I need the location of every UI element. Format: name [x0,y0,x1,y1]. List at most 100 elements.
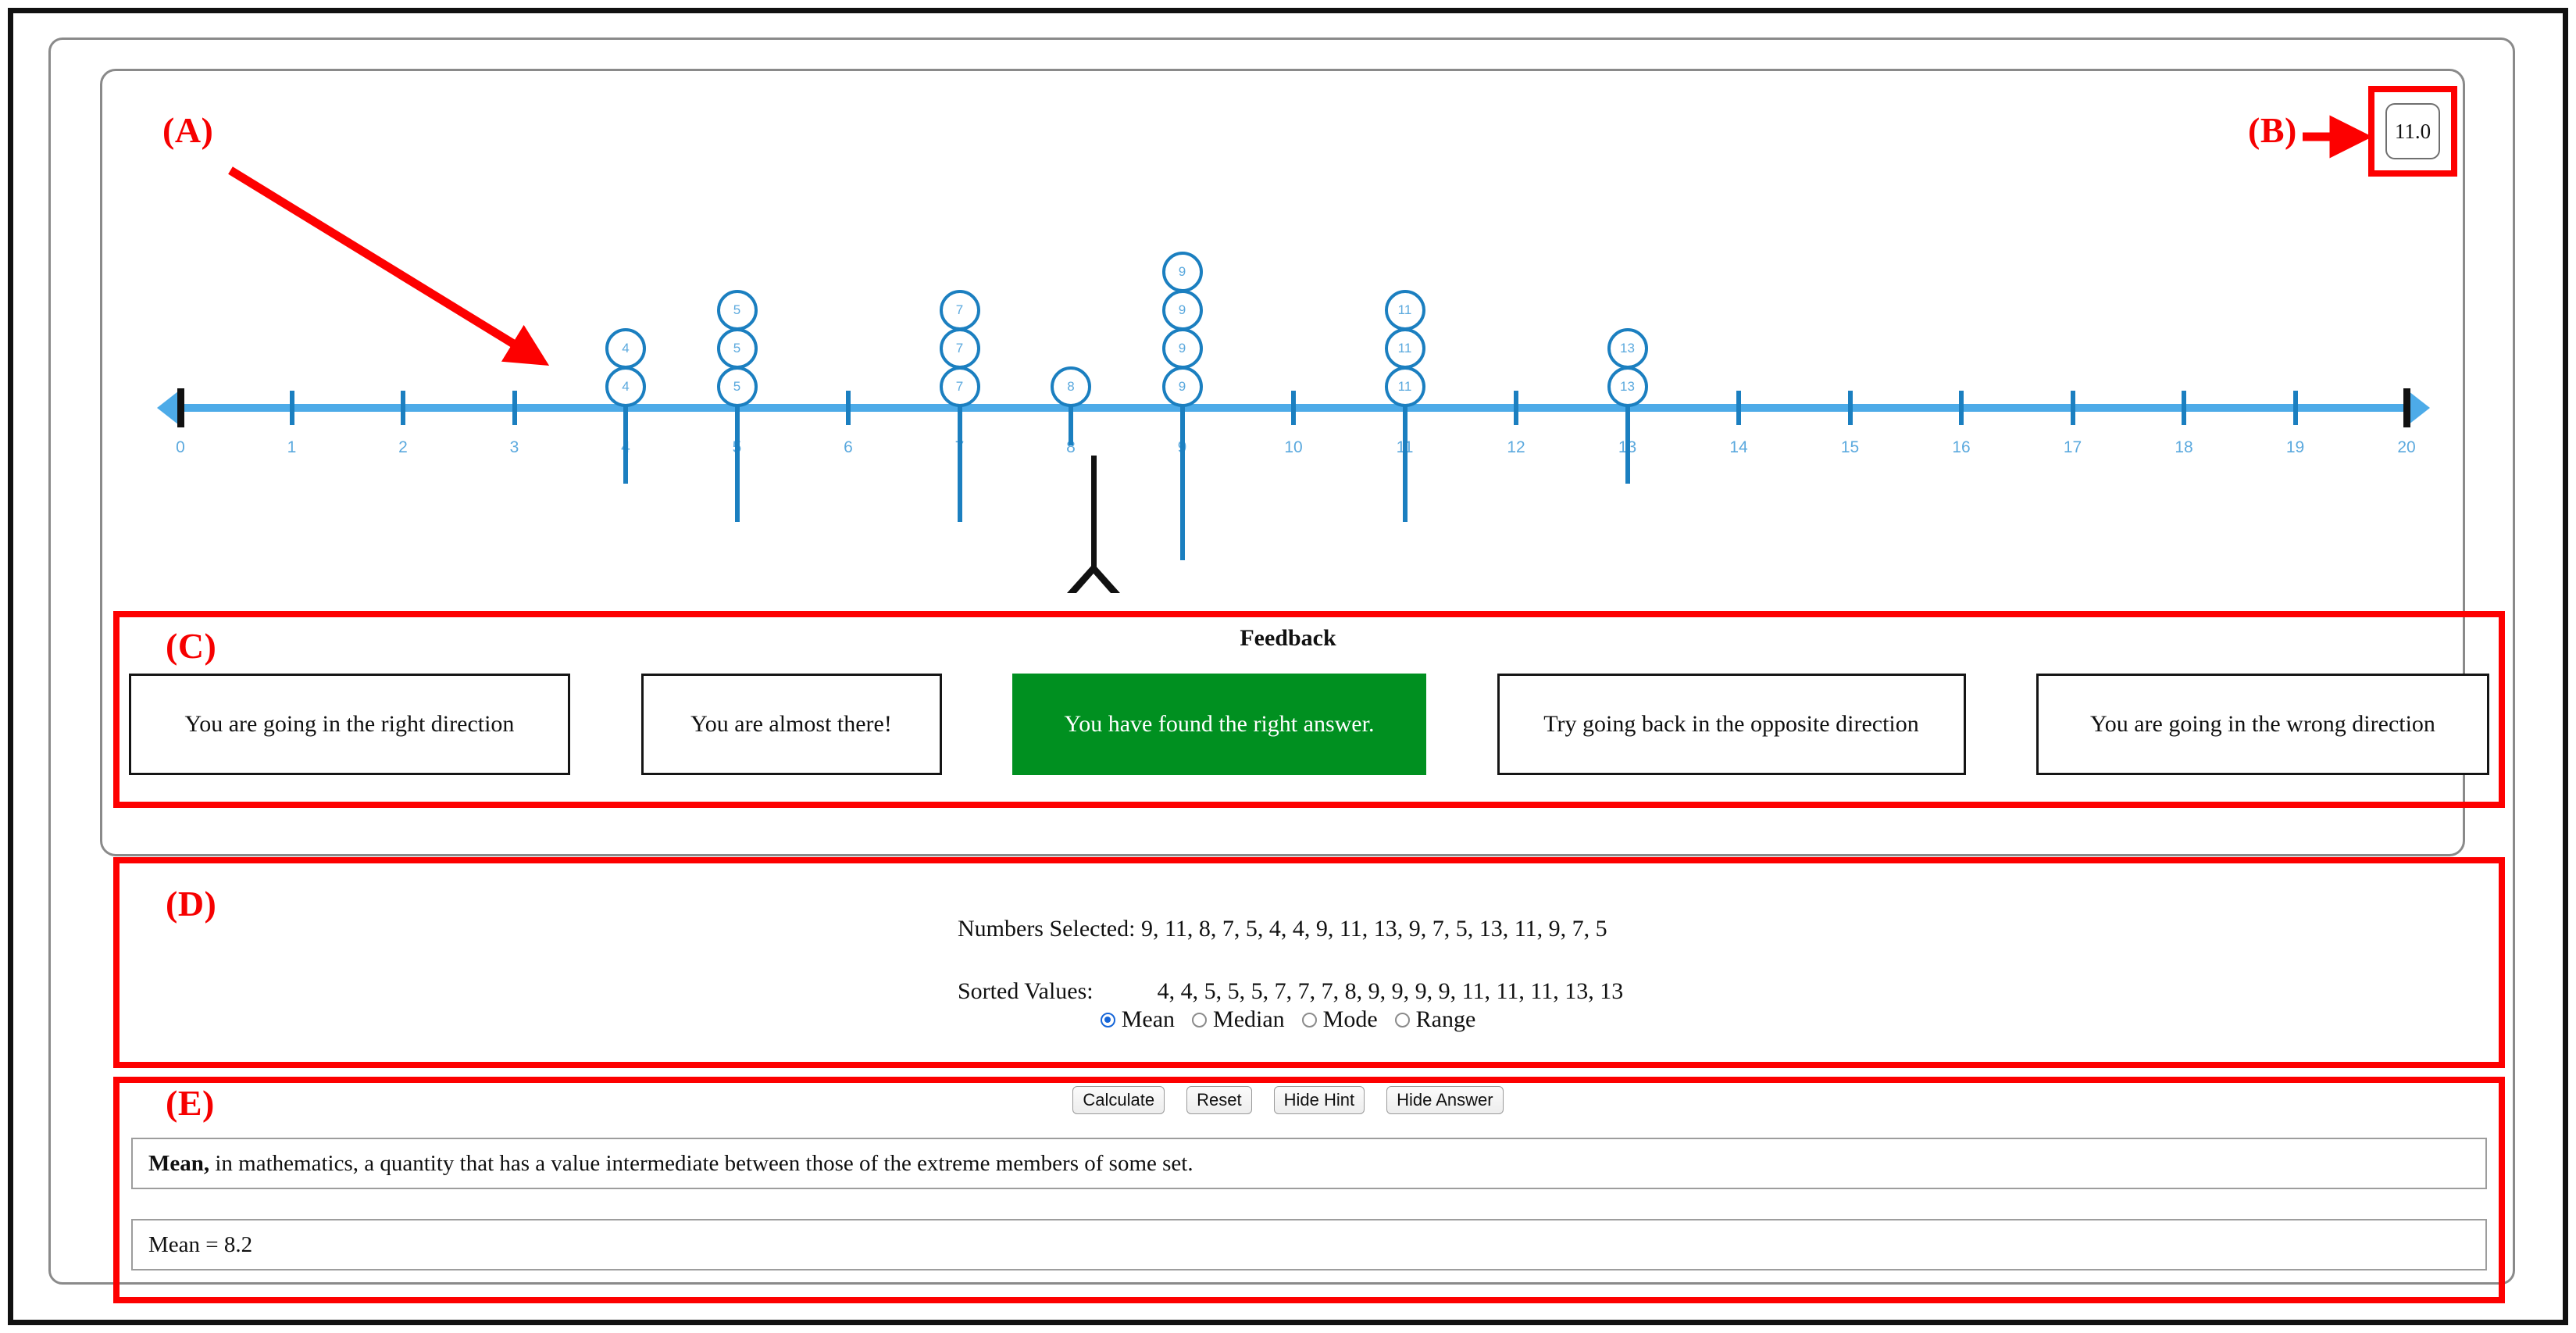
radio-icon-median[interactable] [1192,1012,1208,1027]
statistic-option-range[interactable]: Range [1394,1006,1476,1033]
axis-tick-label-20: 20 [2397,438,2416,456]
hint-field: Mean, in mathematics, a quantity that ha… [131,1138,2487,1189]
data-dot-9-4[interactable]: 9 [1161,252,1203,292]
data-dot-5-1[interactable]: 5 [716,366,758,407]
fulcrum-stem[interactable] [1090,456,1097,593]
axis-tick-18 [2182,391,2186,425]
axis-tick-label-6: 6 [844,438,853,456]
axis-tick-label-18: 18 [2175,438,2193,456]
statistic-label-median: Median [1213,1006,1285,1032]
statistic-option-mode[interactable]: Mode [1301,1006,1378,1033]
dot-stack-stalk-11 [1402,395,1408,522]
axis-tick-label-15: 15 [1840,438,1860,456]
statistic-label-mode: Mode [1322,1006,1378,1032]
annotation-label-b: (B) [2248,110,2297,150]
feedback-title: Feedback [1240,625,1336,651]
data-dot-13-1[interactable]: 13 [1607,366,1648,407]
number-line[interactable]: 0123456789101112131415161718192044555777… [102,71,2467,854]
highlight-box-e [113,1077,2505,1303]
axis-tick-label-14: 14 [1729,438,1748,456]
data-dot-4-1[interactable]: 4 [605,366,646,407]
statistic-label-mean: Mean [1121,1006,1176,1032]
dot-stack-stalk-13 [1625,395,1630,484]
axis-tick-label-19: 19 [2285,438,2305,456]
hint-term: Mean, [148,1150,210,1176]
axis-tick-6 [846,391,851,425]
axis-tick-label-16: 16 [1952,438,1971,456]
annotation-label-d: (D) [166,884,217,924]
data-dot-9-2[interactable]: 9 [1161,328,1203,369]
hint-text: in mathematics, a quantity that has a va… [209,1150,1193,1176]
data-dot-9-1[interactable]: 9 [1161,366,1203,407]
axis-tick-label-2: 2 [398,438,408,456]
data-dot-7-3[interactable]: 7 [939,290,980,331]
axis-tick-10 [1291,391,1296,425]
axis-tick-label-17: 17 [2063,438,2082,456]
numbers-selected-label: Numbers Selected: [958,916,1136,942]
data-dot-7-2[interactable]: 7 [939,328,980,369]
axis-tick-3 [512,391,517,425]
feedback-option-2: You are almost there! [640,674,942,775]
feedback-options: You are going in the right direction You … [129,674,2489,775]
data-dot-11-3[interactable]: 11 [1384,290,1425,331]
axis-tick-1 [289,391,294,425]
data-dot-5-3[interactable]: 5 [716,290,758,331]
axis-tick-0 [177,388,184,427]
axis-tick-label-12: 12 [1507,438,1525,456]
feedback-option-1: You are going in the right direction [129,674,570,775]
sorted-values-values: 4, 4, 5, 5, 5, 7, 7, 7, 8, 9, 9, 9, 9, 1… [1157,978,1624,1004]
sorted-values-row: Sorted Values: 4, 4, 5, 5, 5, 7, 7, 7, 8,… [934,952,1623,1031]
data-dot-13-2[interactable]: 13 [1607,328,1648,369]
data-dot-8-1[interactable]: 8 [1051,366,1091,407]
axis-tick-19 [2292,391,2298,425]
axis-tick-15 [1847,391,1853,425]
feedback-option-5: You are going in the wrong direction [2036,674,2489,775]
axis-tick-17 [2070,391,2075,425]
data-dot-11-1[interactable]: 11 [1384,366,1425,407]
statistic-option-median[interactable]: Median [1192,1006,1285,1033]
axis-tick-16 [1959,391,1964,425]
radio-icon-mean[interactable] [1100,1012,1115,1027]
axis-tick-2 [401,391,405,425]
highlight-box-d [113,857,2505,1068]
data-dot-11-2[interactable]: 11 [1384,328,1425,369]
highlight-box-c [113,611,2505,808]
axis-tick-label-8: 8 [1066,438,1076,456]
reset-button[interactable]: Reset [1186,1086,1252,1115]
dot-stack-stalk-5 [734,395,740,522]
sorted-values-label: Sorted Values: [958,978,1094,1004]
statistic-radio-group[interactable]: Mean Median Mode Range [0,1006,2576,1033]
numbers-selected-values: 9, 11, 8, 7, 5, 4, 4, 9, 11, 13, 9, 7, 5… [1140,916,1607,942]
axis-tick-label-10: 10 [1284,438,1303,456]
feedback-option-4: Try going back in the opposite direction [1497,674,1966,775]
data-dot-7-1[interactable]: 7 [939,366,980,407]
dot-stack-stalk-9 [1179,395,1185,560]
data-dot-4-2[interactable]: 4 [605,328,646,369]
dot-stack-stalk-8 [1069,395,1073,445]
hide-answer-button[interactable]: Hide Answer [1386,1086,1504,1115]
value-readout[interactable]: 11.0 [2385,103,2440,159]
control-buttons: Calculate Reset Hide Hint Hide Answer [0,1086,2576,1115]
axis-tick-14 [1736,391,1741,425]
annotation-label-a: (A) [162,110,214,150]
numbers-selected-row: Numbers Selected: 9, 11, 8, 7, 5, 4, 4, … [934,889,1607,969]
statistic-option-mean[interactable]: Mean [1100,1006,1176,1033]
calculate-button[interactable]: Calculate [1072,1086,1165,1115]
axis-tick-12 [1514,391,1518,425]
annotation-label-c: (C) [166,626,217,666]
data-dot-9-3[interactable]: 9 [1161,290,1203,331]
hide-hint-button[interactable]: Hide Hint [1273,1086,1365,1115]
axis-tick-20 [2403,388,2410,427]
axis-tick-label-1: 1 [287,438,297,456]
axis-tick-label-3: 3 [509,438,519,456]
radio-icon-mode[interactable] [1301,1012,1317,1027]
radio-icon-range[interactable] [1394,1012,1410,1027]
feedback-option-3: You have found the right answer. [1012,674,1426,775]
data-dot-5-2[interactable]: 5 [716,328,758,369]
axis-tick-label-0: 0 [176,438,185,456]
fulcrum-triangle-inner [1076,574,1111,593]
statistic-label-range: Range [1415,1006,1476,1032]
annotation-label-e: (E) [166,1083,215,1123]
dot-stack-stalk-4 [623,395,628,484]
